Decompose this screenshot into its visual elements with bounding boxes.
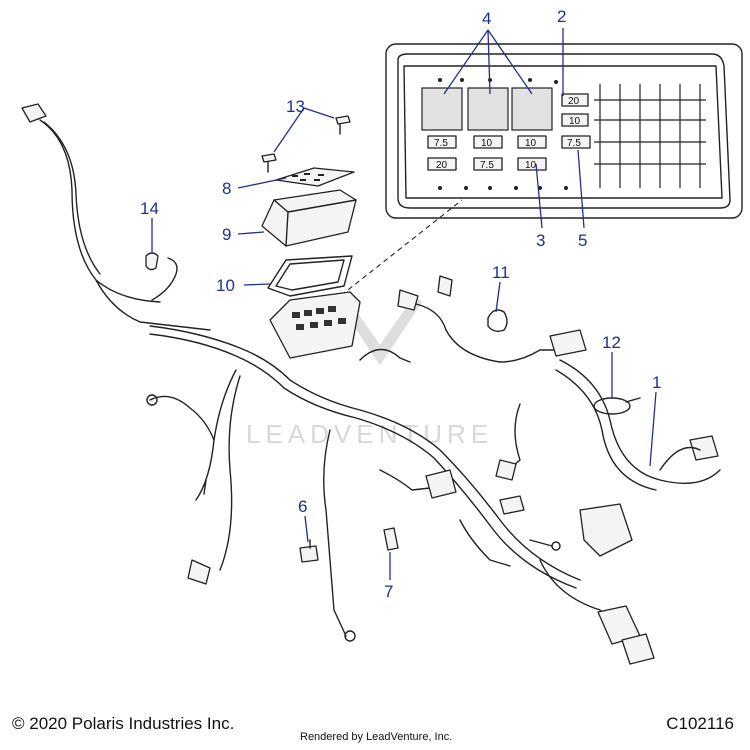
connector-plug-7[interactable] <box>383 527 399 551</box>
watermark-text: LEADVENTURE <box>246 419 493 449</box>
diagram-code: C102116 <box>666 714 734 733</box>
screw-13[interactable] <box>261 115 351 173</box>
fuse-box-seal-10[interactable] <box>267 255 353 297</box>
fuse-r3c3[interactable] <box>517 135 547 149</box>
fuse-label-r4c3: 10 <box>525 160 537 171</box>
callout-13[interactable]: 13 <box>286 97 305 116</box>
callout-7[interactable]: 7 <box>384 582 393 601</box>
copyright-text: © 2020 Polaris Industries Inc. <box>12 714 235 733</box>
callout-5[interactable]: 5 <box>578 231 587 250</box>
callout-2[interactable]: 2 <box>557 7 566 26</box>
fuse-box-label-8[interactable] <box>275 167 355 187</box>
wiring-harness-1[interactable] <box>21 103 721 665</box>
clip-14[interactable] <box>145 252 159 271</box>
relay-1[interactable] <box>421 87 463 131</box>
fuse-r3c1[interactable] <box>427 135 457 149</box>
fuse-label-r2c4: 10 <box>569 116 581 127</box>
callout-14[interactable]: 14 <box>140 199 159 218</box>
callout-11[interactable]: 11 <box>492 263 510 282</box>
fuse-box-detail[interactable]: 20 10 7.5 10 10 7.5 20 7.5 10 <box>385 43 743 219</box>
callout-8[interactable]: 8 <box>222 179 231 198</box>
fuse-r4c1[interactable] <box>427 157 457 171</box>
fuse-label-r3c2: 10 <box>481 138 493 149</box>
tie-strap-12[interactable] <box>593 397 641 415</box>
callout-12[interactable]: 12 <box>602 333 621 352</box>
relay-3[interactable] <box>511 87 553 131</box>
fuse-r3c2[interactable] <box>473 135 503 149</box>
callout-10[interactable]: 10 <box>216 276 235 295</box>
callout-3[interactable]: 3 <box>536 231 545 250</box>
detail-frame <box>385 43 743 219</box>
clamp-11[interactable] <box>487 309 508 333</box>
fuse-box-outline <box>397 53 731 209</box>
callout-4[interactable]: 4 <box>482 9 491 28</box>
fuse-box-inner <box>403 65 723 199</box>
callout-leaders <box>151 28 657 580</box>
fuse-label-r3c1: 7.5 <box>434 138 448 149</box>
fuse-r3c4[interactable] <box>561 135 591 149</box>
watermark: LEADVENTURE <box>246 298 493 449</box>
fuse-r2c4[interactable] <box>561 113 589 127</box>
fuse-r4c3[interactable] <box>517 157 547 171</box>
callout-9[interactable]: 9 <box>222 225 231 244</box>
relay-2[interactable] <box>467 87 509 131</box>
ecu-connector <box>579 503 633 557</box>
fuse-label-r3c3: 10 <box>525 138 537 149</box>
fuse-label-r3c4: 7.5 <box>567 138 581 149</box>
terminal-grid <box>594 84 706 188</box>
fuse-r1c4[interactable] <box>561 93 589 107</box>
fuse-box-cover-9[interactable] <box>261 189 357 247</box>
callout-6[interactable]: 6 <box>298 497 307 516</box>
sensor-6[interactable] <box>299 539 319 563</box>
fuse-r4c2[interactable] <box>473 157 503 171</box>
fuse-label-r4c2: 7.5 <box>480 160 494 171</box>
fuse-label-r4c1: 20 <box>436 160 448 171</box>
fuse-label-r1c4: 20 <box>568 96 580 107</box>
callout-1[interactable]: 1 <box>652 373 661 392</box>
rendered-by-text: Rendered by LeadVenture, Inc. <box>300 731 453 743</box>
